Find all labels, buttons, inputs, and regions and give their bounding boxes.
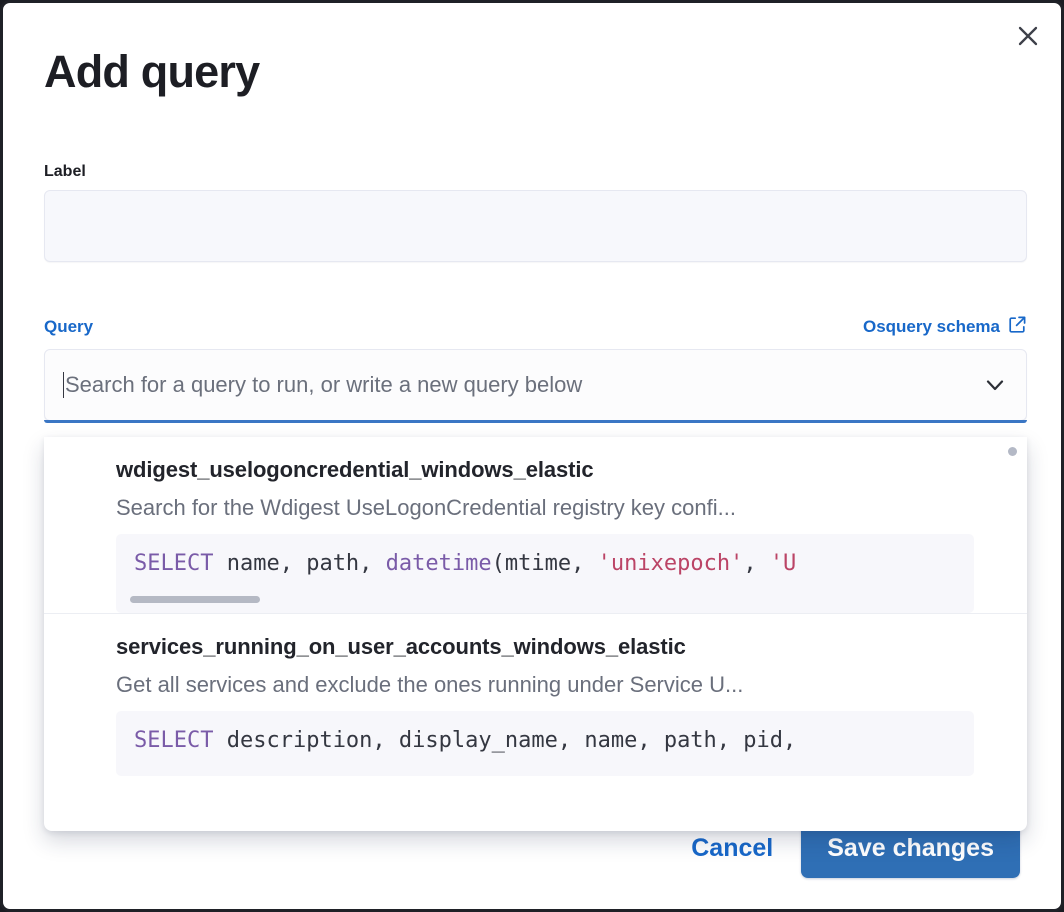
osquery-schema-link-label: Osquery schema xyxy=(862,317,1000,336)
osquery-schema-link[interactable]: Osquery schema xyxy=(863,315,1027,339)
query-combobox-placeholder: Search for a query to run, or write a ne… xyxy=(65,372,583,397)
label-input[interactable] xyxy=(44,190,1027,262)
query-suggestion-sql: SELECT name, path, datetime(mtime, 'unix… xyxy=(134,551,797,576)
text-cursor xyxy=(63,372,64,398)
close-button[interactable] xyxy=(1007,15,1049,57)
close-icon xyxy=(1017,25,1039,47)
query-suggestion-code-block: SELECT name, path, datetime(mtime, 'unix… xyxy=(116,534,974,613)
cancel-button[interactable]: Cancel xyxy=(685,824,779,873)
query-suggestion-item[interactable]: wdigest_uselogoncredential_windows_elast… xyxy=(44,437,1027,613)
query-suggestion-title: services_running_on_user_accounts_window… xyxy=(116,633,686,659)
query-suggestion-list: wdigest_uselogoncredential_windows_elast… xyxy=(44,437,1027,776)
query-suggestion-sql: SELECT description, display_name, name, … xyxy=(134,727,797,753)
query-field-header: Query Osquery schema xyxy=(44,315,1027,339)
label-field-label: Label xyxy=(44,163,86,180)
query-suggestion-description: Get all services and exclude the ones ru… xyxy=(116,671,744,697)
query-suggestion-code-block: SELECT description, display_name, name, … xyxy=(116,710,974,776)
query-suggestion-item[interactable]: services_running_on_user_accounts_window… xyxy=(44,612,1027,776)
query-suggestions-dropdown[interactable]: wdigest_uselogoncredential_windows_elast… xyxy=(44,437,1027,831)
dropdown-scrollbar[interactable] xyxy=(1008,447,1017,456)
query-combobox[interactable]: Search for a query to run, or write a ne… xyxy=(44,349,1027,423)
query-suggestion-description: Search for the Wdigest UseLogonCredentia… xyxy=(116,495,736,520)
code-horizontal-scrollbar[interactable] xyxy=(130,595,260,603)
query-field-label: Query xyxy=(44,317,94,336)
page-title: Add query xyxy=(44,46,260,97)
label-field-group: Label xyxy=(44,163,1027,262)
query-field-group: Query Osquery schema Search for a query … xyxy=(44,315,1027,423)
external-link-icon xyxy=(1008,315,1027,339)
chevron-down-icon[interactable] xyxy=(980,370,1010,400)
query-suggestion-title: wdigest_uselogoncredential_windows_elast… xyxy=(116,457,594,482)
